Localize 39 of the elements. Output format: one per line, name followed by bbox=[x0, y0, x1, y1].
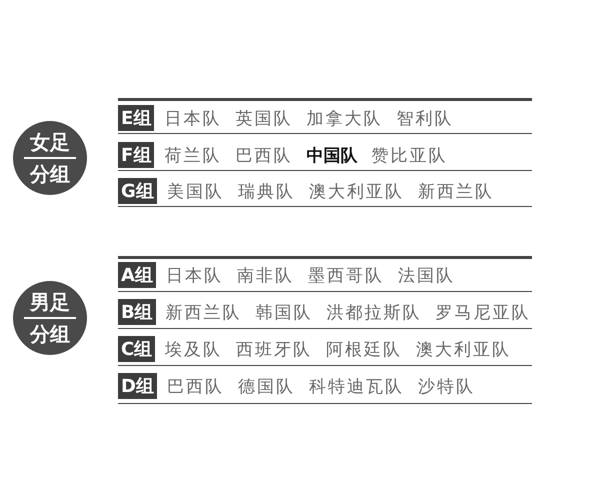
team-name: 法国队 bbox=[398, 264, 455, 286]
category-title: 分组 bbox=[30, 322, 70, 346]
group-badge: F组 bbox=[118, 142, 154, 168]
team-name: 洪都拉斯队 bbox=[326, 302, 422, 324]
team-name: 阿根廷队 bbox=[326, 338, 402, 360]
group-badge: G组 bbox=[118, 178, 157, 204]
team-name: 罗马尼亚队 bbox=[436, 302, 531, 324]
category-title: 分组 bbox=[30, 162, 70, 186]
team-name: 赞比亚队 bbox=[371, 144, 448, 166]
team-name: 英国队 bbox=[235, 108, 292, 130]
team-name: 日本队 bbox=[164, 108, 222, 130]
team-name: 西班牙队 bbox=[236, 338, 312, 360]
team-name: 澳大利亚队 bbox=[416, 338, 512, 360]
group-badge: D组 bbox=[118, 373, 157, 399]
group-badge: C组 bbox=[118, 336, 156, 362]
team-name: 新西兰队 bbox=[418, 180, 494, 202]
team-name: 南非队 bbox=[236, 264, 294, 286]
team-name: 韩国队 bbox=[256, 302, 313, 324]
team-name: 中国队 bbox=[306, 144, 358, 166]
group-badge: E组 bbox=[118, 105, 154, 131]
team-name: 日本队 bbox=[166, 264, 223, 286]
team-name: 德国队 bbox=[238, 376, 295, 398]
team-name: 墨西哥队 bbox=[308, 264, 384, 286]
team-name: 埃及队 bbox=[165, 338, 222, 360]
team-name: 科特迪瓦队 bbox=[308, 376, 404, 398]
group-badge: A组 bbox=[118, 262, 156, 288]
category-title: 女足 bbox=[30, 130, 70, 154]
team-name: 新西兰队 bbox=[166, 302, 242, 324]
team-name: 沙特队 bbox=[418, 376, 475, 398]
team-name: 荷兰队 bbox=[164, 144, 222, 166]
team-name: 加拿大队 bbox=[306, 108, 382, 130]
category-title: 男足 bbox=[30, 290, 70, 314]
team-name: 巴西队 bbox=[235, 144, 292, 166]
team-name: 巴西队 bbox=[166, 376, 224, 398]
group-badge: B组 bbox=[118, 299, 156, 325]
team-name: 瑞典队 bbox=[238, 180, 295, 202]
team-name: 美国队 bbox=[166, 180, 224, 202]
team-name: 智利队 bbox=[396, 108, 454, 130]
team-name: 澳大利亚队 bbox=[308, 180, 404, 202]
